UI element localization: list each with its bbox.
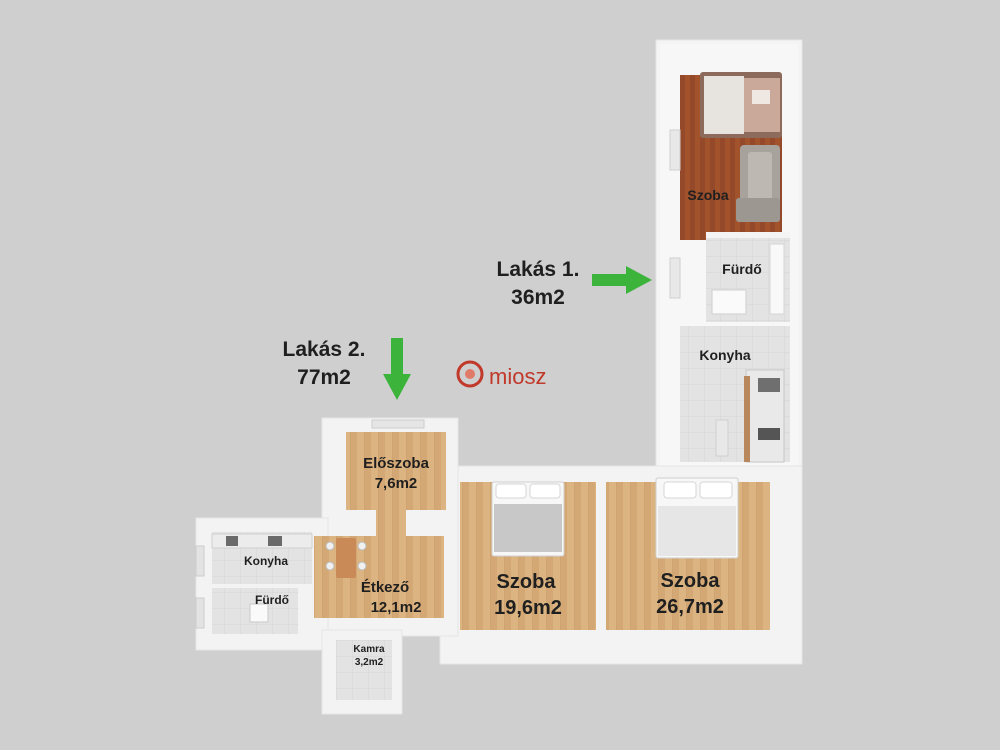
apartment-2-title: Lakás 2. <box>283 338 366 361</box>
room-area-eloszoba: 7,6m2 <box>375 475 418 492</box>
apartment-2-area: 77m2 <box>297 366 351 389</box>
arrow-right-icon <box>592 266 652 294</box>
room-area-kamra: 3,2m2 <box>355 657 384 668</box>
room-label-l1-szoba: Szoba <box>687 187 728 203</box>
apartment-1-block <box>655 39 803 471</box>
kamra-floor <box>336 640 392 700</box>
room-label-szoba-mid: Szoba <box>497 571 557 593</box>
room-label-l2-furdo: Fürdő <box>255 593 289 607</box>
watermark-logo: miosz <box>456 360 546 389</box>
room-label-etkezo: Étkező <box>361 579 409 596</box>
bed-icon <box>655 477 739 559</box>
room-area-szoba-right: 26,7m2 <box>656 596 724 618</box>
etkezo-floor <box>314 536 444 618</box>
dining-table-icon <box>325 538 367 578</box>
apartment-2-block <box>195 417 803 715</box>
arrow-down-icon <box>383 338 411 400</box>
room-area-etkezo: 12,1m2 <box>371 599 422 616</box>
room-label-l1-konyha: Konyha <box>699 347 751 363</box>
apartment-1-area: 36m2 <box>511 286 565 309</box>
room-area-szoba-mid: 19,6m2 <box>494 597 562 619</box>
bed-icon <box>491 481 565 557</box>
room-label-szoba-right: Szoba <box>661 570 721 592</box>
room-label-l1-furdo: Fürdő <box>722 261 762 277</box>
room-label-eloszoba: Előszoba <box>363 455 430 472</box>
apartment-1-title: Lakás 1. <box>497 258 580 281</box>
watermark-text: miosz <box>489 364 546 389</box>
room-label-l2-konyha: Konyha <box>244 554 288 568</box>
eloszoba-floor <box>346 432 446 510</box>
sofa-icon <box>736 145 780 222</box>
room-label-kamra: Kamra <box>353 644 385 655</box>
bed-icon <box>700 72 782 138</box>
